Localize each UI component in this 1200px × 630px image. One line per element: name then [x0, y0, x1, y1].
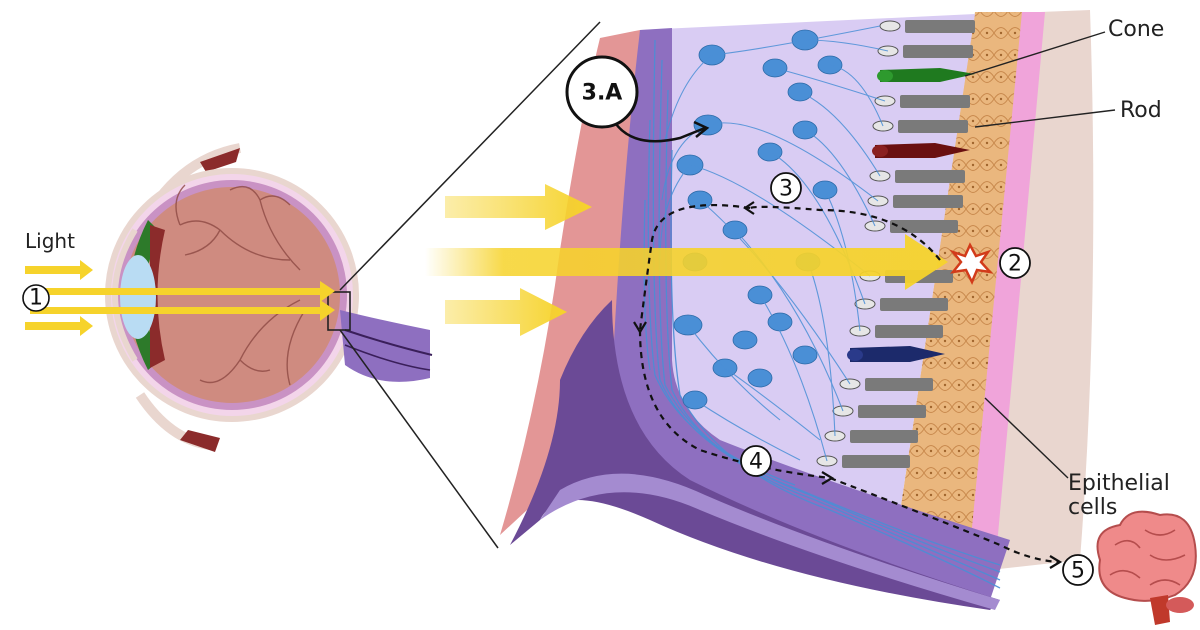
cone-label: Cone	[1108, 17, 1164, 42]
incoming-light-rays	[25, 260, 335, 336]
zoom-line-bottom	[339, 329, 499, 549]
signal-path	[638, 204, 1059, 564]
step-5-marker: 5	[1062, 554, 1094, 586]
cone-cell-green	[877, 68, 975, 82]
step-2-number: 2	[1008, 252, 1022, 277]
cone-cell-blue	[847, 346, 945, 362]
step-3-marker: 3	[770, 172, 802, 204]
step-3a-number: 3.A	[582, 81, 623, 106]
step-4-number: 4	[749, 450, 763, 475]
epithelial-label-line2: cells	[1068, 495, 1117, 520]
step-3a-marker: 3.A	[565, 55, 639, 129]
step-1-marker: 1	[22, 284, 50, 312]
step-1-number: 1	[29, 286, 43, 311]
retina-cross-section	[500, 10, 1094, 610]
light-label: Light	[25, 229, 75, 253]
step-5-number: 5	[1071, 559, 1085, 584]
light-arrow-icon	[25, 316, 93, 336]
epithelial-label-line1: Epithelial	[1068, 471, 1170, 496]
zoom-line-top	[339, 21, 601, 291]
brain-icon	[1096, 510, 1197, 625]
step-3-number: 3	[779, 177, 793, 202]
cone-cell-red	[872, 143, 970, 158]
eye-illustration	[105, 143, 433, 452]
light-beam-arrows	[425, 184, 948, 336]
light-arrow-icon	[25, 260, 93, 280]
step-4-marker: 4	[740, 445, 772, 477]
rod-label: Rod	[1120, 98, 1162, 123]
signal-flash-icon	[949, 242, 994, 286]
step-2-marker: 2	[999, 247, 1031, 279]
